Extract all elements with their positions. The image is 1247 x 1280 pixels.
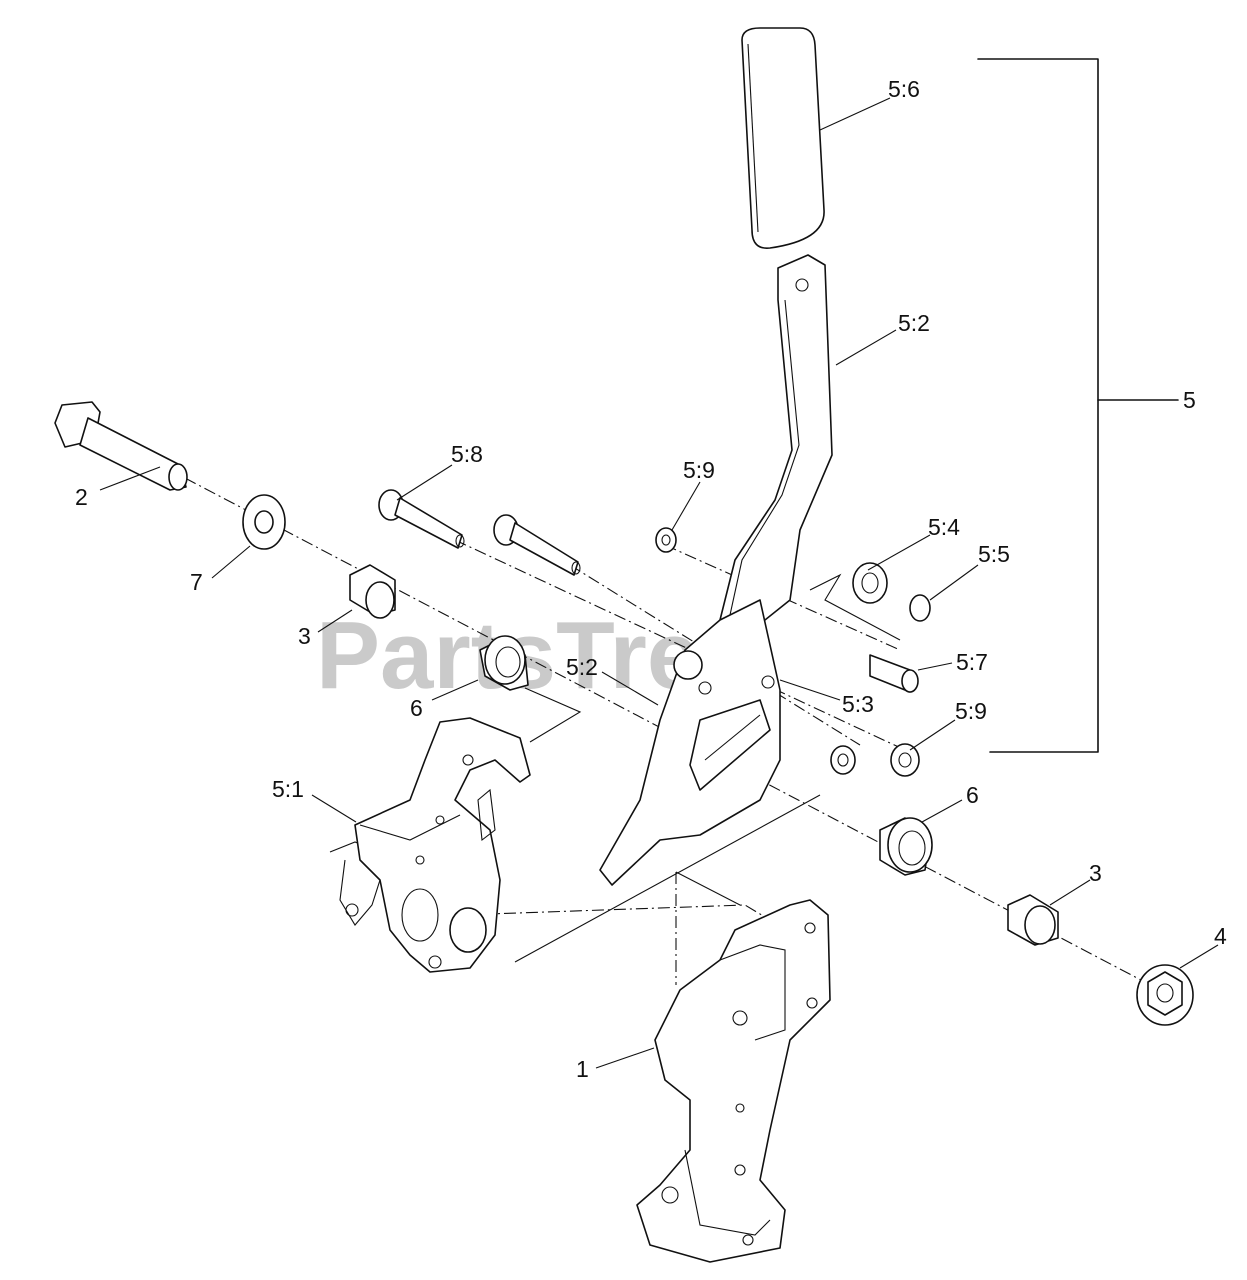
label-3-left: 3 — [298, 623, 311, 649]
label-5-9-upper: 5:9 — [683, 457, 715, 483]
nut-part-5-5[interactable] — [909, 594, 931, 622]
lever-arm-part[interactable] — [719, 254, 833, 641]
lever-plate-part[interactable] — [599, 599, 781, 886]
label-5-1: 5:1 — [272, 776, 304, 802]
label-1: 1 — [576, 1056, 589, 1082]
label-4: 4 — [1214, 923, 1227, 949]
spacer-part-3-right[interactable] — [1007, 894, 1059, 946]
label-6-left: 6 — [410, 695, 423, 721]
label-5-6: 5:6 — [888, 76, 920, 102]
label-7: 7 — [190, 569, 203, 595]
label-5-5: 5:5 — [978, 541, 1010, 567]
bushing-part-6-right[interactable] — [879, 817, 933, 876]
label-5-2-lower: 5:2 — [566, 654, 598, 680]
assembly-5-bracket — [977, 58, 1179, 753]
bolt-part-5-8[interactable] — [378, 489, 465, 549]
nut-part-5-9-upper[interactable] — [655, 527, 677, 553]
label-5-4: 5:4 — [928, 514, 960, 540]
label-5-3: 5:3 — [842, 691, 874, 717]
label-2: 2 — [75, 484, 88, 510]
label-6-right: 6 — [966, 782, 979, 808]
pin-part-5-7[interactable] — [869, 654, 919, 693]
label-5: 5 — [1183, 387, 1196, 413]
flange-nut-part-4[interactable] — [1136, 964, 1194, 1026]
label-5-8: 5:8 — [451, 441, 483, 467]
bolt-part-5-8-second[interactable] — [493, 514, 581, 576]
leader-lines — [99, 97, 1219, 1069]
callout-labels: 5:6 5:2 5 2 5:8 5:9 5:4 5:5 7 3 5:7 5:2 … — [75, 76, 1227, 1082]
bracket-part[interactable] — [339, 717, 531, 973]
nut-part-5-9-right[interactable] — [890, 743, 920, 777]
label-3-right: 3 — [1089, 860, 1102, 886]
bushing-part-6-left[interactable] — [479, 635, 529, 691]
nut-part-5-9-lower[interactable] — [830, 745, 856, 775]
lower-lever-part[interactable] — [636, 899, 831, 1263]
washer-part-7[interactable] — [242, 494, 286, 550]
label-5-9-lower: 5:9 — [955, 698, 987, 724]
washer-part-5-4[interactable] — [852, 562, 888, 604]
grip-part[interactable] — [741, 27, 825, 249]
bolt-part-2[interactable] — [54, 401, 188, 491]
spacer-part-3-left[interactable] — [349, 564, 396, 619]
label-5-7: 5:7 — [956, 649, 988, 675]
label-5-2-upper: 5:2 — [898, 310, 930, 336]
